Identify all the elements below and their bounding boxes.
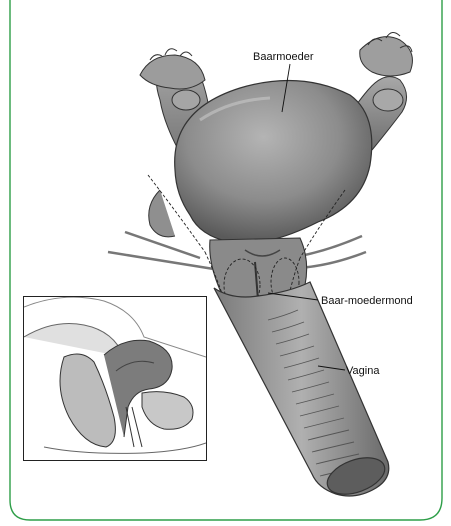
cross-section-inset [23,296,207,461]
label-cervix: Baar-moedermond [321,296,413,307]
label-uterus: Baarmoeder [253,52,314,63]
label-vagina: Vagina [346,366,379,377]
cross-section-drawing [24,297,206,460]
uterus-body [175,80,372,242]
